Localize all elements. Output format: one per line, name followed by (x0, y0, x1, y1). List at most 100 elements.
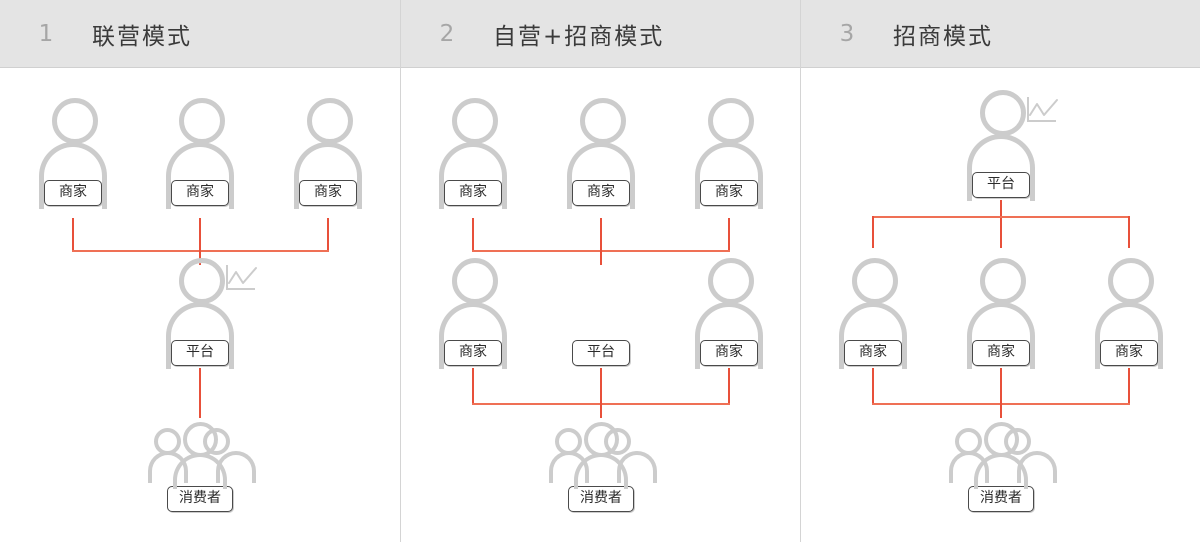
node-consumer[interactable]: 消费者 (941, 422, 1061, 513)
person-body (39, 142, 107, 209)
person-head (984, 422, 1019, 457)
connector-segment (327, 218, 329, 251)
people-group-icon (546, 422, 657, 489)
person-body (567, 142, 635, 209)
connector-segment (872, 403, 1130, 405)
node-merchant[interactable]: 商家 (268, 98, 388, 209)
person-head (52, 98, 98, 144)
panel-title: 自营+招商模式 (493, 23, 665, 50)
connector-segment (199, 368, 201, 418)
node-merchant[interactable]: 商家 (413, 258, 533, 369)
person-head (179, 98, 225, 144)
person-head (980, 258, 1026, 304)
connector-segment (728, 368, 730, 404)
connector-segment (873, 216, 1130, 218)
person-icon (692, 98, 766, 209)
person-body (967, 134, 1035, 201)
person-body (695, 142, 763, 209)
panel-zhaoshang-mode: 3 招商模式 平台 (800, 0, 1200, 542)
line-chart-badge-icon (226, 265, 257, 290)
person-head (708, 98, 754, 144)
people-group-icon (946, 422, 1057, 489)
node-label: 消费者 (167, 486, 233, 513)
panel-body: 平台 商家 商家 (801, 68, 1200, 542)
person-head (980, 90, 1026, 136)
connector-segment (600, 368, 602, 418)
person-icon (291, 98, 365, 209)
node-merchant[interactable]: 商家 (1069, 258, 1189, 369)
line-chart-badge-icon (1027, 97, 1058, 122)
person-body (166, 302, 234, 369)
people-group-icon (145, 422, 256, 489)
person-head (584, 422, 619, 457)
connector-segment (472, 250, 730, 252)
person-head (580, 98, 626, 144)
person-icon (163, 98, 237, 209)
panel-header: 1 联营模式 (0, 0, 400, 68)
panel-index: 2 (439, 20, 455, 47)
person-with-chart-icon (964, 90, 1058, 201)
node-consumer[interactable]: 消费者 (140, 422, 260, 513)
node-platform[interactable]: 平台 (140, 258, 260, 369)
panel-body: 商家 商家 商家 (401, 68, 800, 542)
node-label: 消费者 (568, 486, 634, 513)
person-head (852, 258, 898, 304)
person-icon (36, 98, 110, 209)
node-merchant[interactable]: 商家 (140, 98, 260, 209)
person-body (1095, 302, 1163, 369)
person-icon (692, 258, 766, 369)
person-body (439, 302, 507, 369)
connector-segment (472, 403, 730, 405)
node-merchant[interactable]: 商家 (669, 98, 789, 209)
person-with-chart-icon (163, 258, 257, 369)
connector-segment (472, 218, 474, 251)
node-merchant[interactable]: 商家 (541, 98, 661, 209)
person-icon (436, 98, 510, 209)
connector-segment (728, 218, 730, 251)
node-label: 消费者 (968, 486, 1034, 513)
node-merchant[interactable]: 商家 (669, 258, 789, 369)
panel-title: 联营模式 (92, 23, 192, 50)
connector-segment (1000, 368, 1002, 418)
node-consumer[interactable]: 消费者 (541, 422, 661, 513)
panel-header: 3 招商模式 (801, 0, 1200, 68)
panel-header: 2 自营+招商模式 (401, 0, 800, 68)
person-body (439, 142, 507, 209)
person-head (1108, 258, 1154, 304)
person-icon (564, 98, 638, 209)
person-body (967, 302, 1035, 369)
connector-segment (872, 368, 874, 404)
connector-segment (72, 218, 74, 251)
person-body (974, 453, 1028, 489)
person-head (452, 98, 498, 144)
panel-ziying-zhaoshang-mode: 2 自营+招商模式 商家 商家 (400, 0, 800, 542)
node-platform[interactable]: 平台 (941, 90, 1061, 201)
person-icon (436, 258, 510, 369)
panel-title: 招商模式 (893, 23, 993, 50)
panel-lianying-mode: 1 联营模式 商家 商家 (0, 0, 400, 542)
person-icon (1092, 258, 1166, 369)
node-merchant[interactable]: 商家 (941, 258, 1061, 369)
node-platform[interactable]: 平台 (541, 258, 661, 367)
panel-body: 商家 商家 商家 (0, 68, 400, 542)
connector-segment (1128, 216, 1130, 248)
person-head (179, 258, 225, 304)
person-body (294, 142, 362, 209)
person-body (839, 302, 907, 369)
connector-segment (872, 216, 874, 248)
node-merchant[interactable]: 商家 (413, 98, 533, 209)
connector-segment (1128, 368, 1130, 404)
person-head (183, 422, 218, 457)
person-icon (964, 258, 1038, 369)
connector-segment (72, 250, 329, 252)
panel-index: 1 (38, 20, 54, 47)
person-body (574, 453, 628, 489)
connector-segment (472, 368, 474, 404)
person-head (307, 98, 353, 144)
person-body (695, 302, 763, 369)
node-label: 平台 (572, 340, 630, 367)
node-merchant[interactable]: 商家 (813, 258, 933, 369)
panel-index: 3 (839, 20, 855, 47)
node-merchant[interactable]: 商家 (13, 98, 133, 209)
